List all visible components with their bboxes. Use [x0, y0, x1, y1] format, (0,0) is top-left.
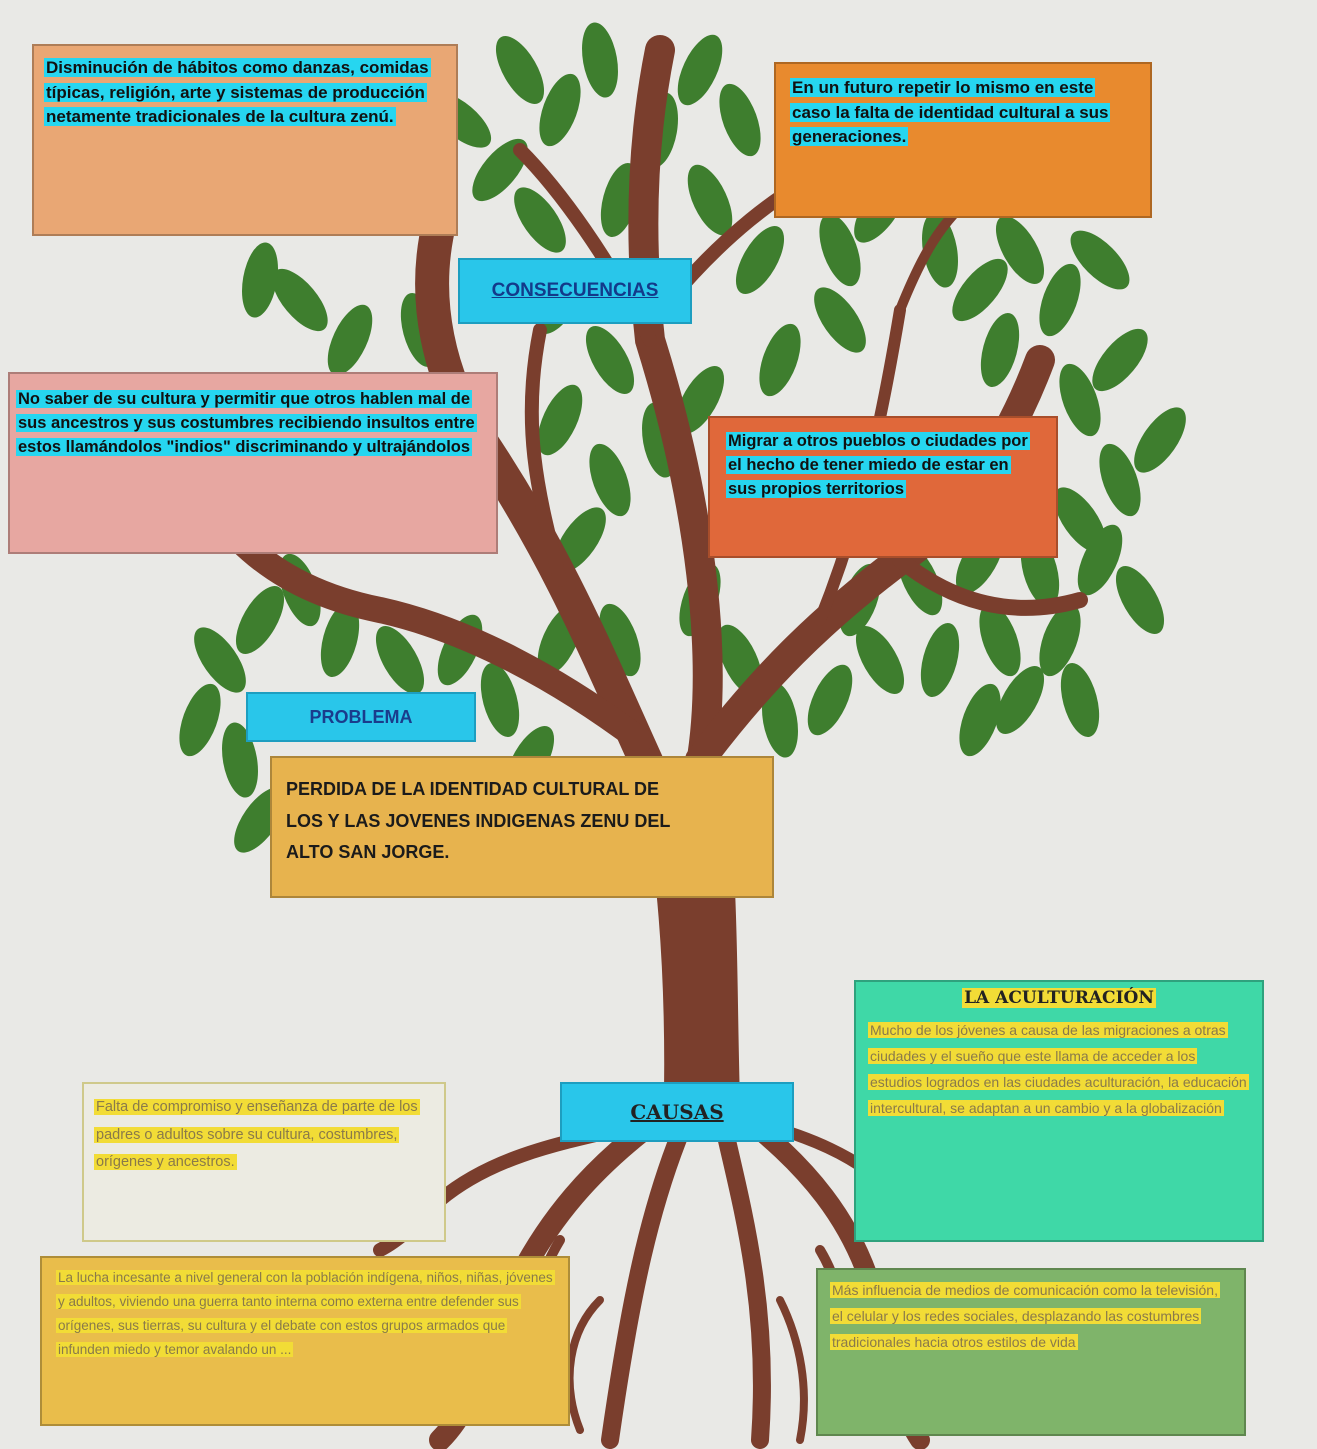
leaf	[589, 443, 631, 517]
leaf	[1092, 328, 1148, 392]
leaf	[1099, 443, 1141, 517]
cause-text-3: La lucha incesante a nivel general con l…	[56, 1270, 555, 1358]
aculturacion-box: LA ACULTURACIÓN Mucho de los jóvenes a c…	[854, 980, 1264, 1242]
leaf	[995, 216, 1045, 284]
consequence-box-3: No saber de su cultura y permitir que ot…	[8, 372, 498, 554]
consequence-box-1: Disminución de hábitos como danzas, comi…	[32, 44, 458, 236]
leaf	[514, 187, 566, 253]
leaf	[194, 627, 246, 693]
aculturacion-title: LA ACULTURACIÓN	[962, 988, 1156, 1008]
leaf	[855, 626, 905, 694]
leaf	[807, 664, 853, 736]
leaf	[272, 268, 328, 332]
problem-box: PERDIDA DE LA IDENTIDAD CULTURAL DE LOS …	[270, 756, 774, 898]
leaf	[762, 682, 798, 758]
leaf	[980, 313, 1020, 387]
leaf	[995, 666, 1045, 734]
causas-label-text: CAUSAS	[630, 1100, 724, 1124]
leaf	[179, 683, 221, 757]
leaf	[719, 83, 761, 157]
consequence-text-4: Migrar a otros pueblos o ciudades por el…	[726, 432, 1030, 498]
problem-line-3: ALTO SAN JORGE.	[286, 842, 450, 862]
consequence-text-1: Disminución de hábitos como danzas, comi…	[44, 58, 431, 127]
problem-line-1: PERDIDA DE LA IDENTIDAD CULTURAL DE	[286, 779, 659, 799]
leaf	[735, 226, 785, 294]
cause-text-2: Mucho de los jóvenes a causa de las migr…	[868, 1022, 1249, 1116]
cause-box-1: Falta de compromiso y enseñanza de parte…	[82, 1082, 446, 1242]
leaf	[952, 258, 1008, 322]
leaf	[675, 366, 725, 434]
leaf	[819, 213, 861, 287]
problema-label-text: PROBLEMA	[309, 706, 413, 727]
leaf	[920, 623, 960, 697]
leaf	[814, 287, 866, 353]
leaf	[759, 323, 801, 397]
leaf	[1134, 407, 1186, 473]
leaf	[242, 242, 278, 318]
consequence-box-4: Migrar a otros pueblos o ciudades por el…	[708, 416, 1058, 558]
leaf	[582, 22, 618, 98]
cause-box-4: Más influencia de medios de comunicación…	[816, 1268, 1246, 1436]
consequence-text-3: No saber de su cultura y permitir que ot…	[16, 390, 477, 456]
problema-label: PROBLEMA	[246, 692, 476, 742]
consequence-box-2: En un futuro repetir lo mismo en este ca…	[774, 62, 1152, 218]
cause-text-4: Más influencia de medios de comunicación…	[830, 1282, 1220, 1350]
leaf	[1060, 663, 1100, 737]
consecuencias-label-text: CONSECUENCIAS	[491, 280, 659, 301]
leaf	[1054, 487, 1106, 553]
leaf	[320, 603, 360, 677]
leaf	[979, 603, 1021, 677]
leaf	[1115, 566, 1165, 634]
leaf	[327, 304, 373, 376]
leaf	[1059, 363, 1101, 437]
leaf	[375, 626, 425, 694]
leaf	[495, 36, 545, 104]
consecuencias-label: CONSECUENCIAS	[458, 258, 692, 324]
consequence-text-2: En un futuro repetir lo mismo en este ca…	[790, 78, 1111, 147]
leaf	[537, 384, 583, 456]
leaf	[539, 73, 581, 147]
leaf	[1039, 263, 1081, 337]
leaf	[1070, 230, 1130, 290]
leaf	[585, 326, 635, 394]
cause-box-3: La lucha incesante a nivel general con l…	[40, 1256, 570, 1426]
leaf	[687, 164, 733, 236]
leaf	[922, 212, 958, 288]
leaf	[480, 663, 520, 737]
leaf	[1039, 603, 1081, 677]
leaf	[959, 683, 1001, 757]
leaf	[1077, 524, 1123, 596]
leaf	[472, 138, 528, 202]
causas-label: CAUSAS	[560, 1082, 794, 1142]
leaf	[677, 34, 723, 106]
cause-text-1: Falta de compromiso y enseñanza de parte…	[94, 1099, 420, 1171]
problem-line-2: LOS Y LAS JOVENES INDIGENAS ZENU DEL	[286, 810, 671, 831]
leaf	[235, 586, 285, 654]
